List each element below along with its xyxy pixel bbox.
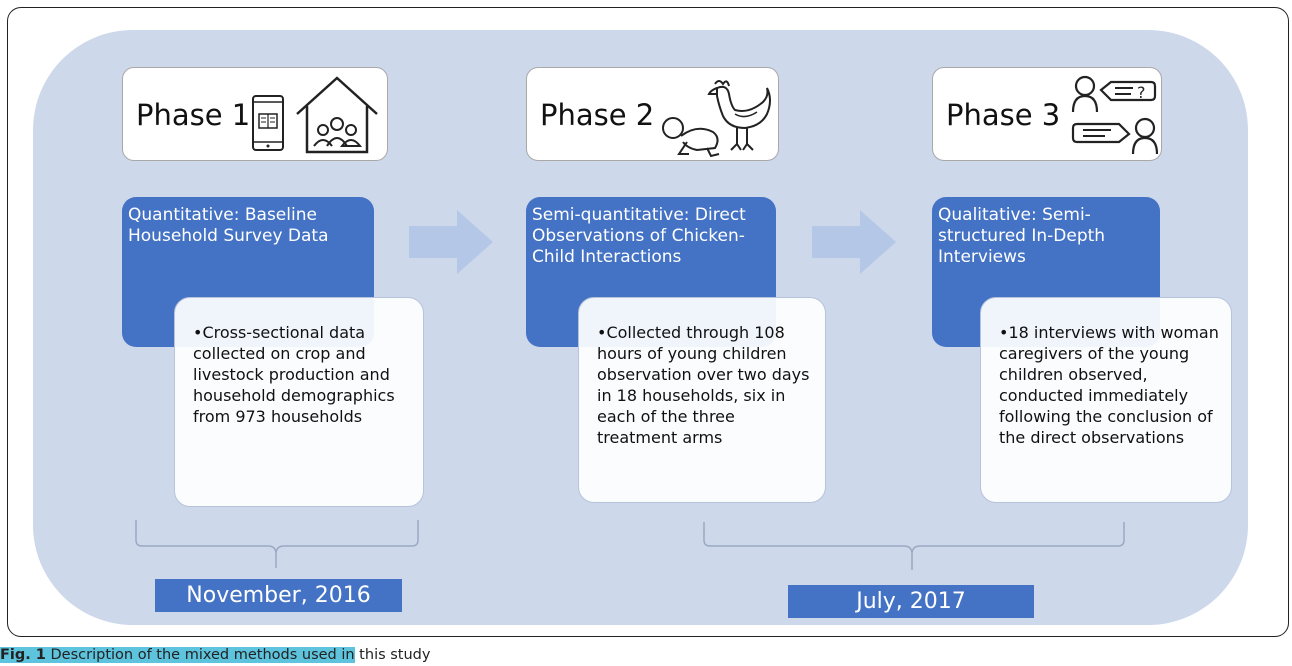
household-icon: [296, 76, 378, 154]
caption-highlight: Fig. 1 Description of the mixed methods …: [0, 647, 355, 663]
caption-rest-text: this study: [354, 647, 431, 663]
phase-1-detail-box: •Cross-sectional data collected on crop …: [174, 297, 424, 507]
phase-2-header: Phase 2: [526, 67, 779, 161]
phase-3-detail-box: •18 interviews with woman caregivers of …: [980, 297, 1232, 503]
baby-icon: [662, 117, 720, 158]
caption-label: Fig. 1: [0, 647, 46, 663]
phase-2-title: Phase 2: [540, 98, 655, 132]
phase-2-3-timeline-brace: [703, 522, 1125, 570]
chicken-icon: [707, 80, 771, 151]
tablet-icon: [252, 95, 284, 151]
caption-highlighted-text: Description of the mixed methods used in: [45, 647, 355, 663]
phase-3-detail: •18 interviews with woman caregivers of …: [999, 323, 1219, 447]
phase-2-detail: •Collected through 108 hours of young ch…: [597, 323, 810, 447]
date-phase-2-3: July, 2017: [788, 585, 1034, 618]
phase-3-method: Qualitative: Semi-structured In-Depth In…: [938, 205, 1106, 267]
interview-icon: ?: [1071, 75, 1159, 155]
phase-2-detail-box: •Collected through 108 hours of young ch…: [578, 297, 826, 503]
figure-frame: [7, 7, 1289, 637]
date-phase-1: November, 2016: [155, 579, 402, 612]
phase-1-header: Phase 1: [122, 67, 388, 161]
phase-1-method: Quantitative: Baseline Household Survey …: [128, 205, 329, 246]
arrow-right-icon: [812, 210, 896, 274]
svg-text:?: ?: [1137, 83, 1146, 102]
figure-caption: Fig. 1 Description of the mixed methods …: [0, 647, 430, 663]
phase-2-method: Semi-quantitative: Direct Observations o…: [532, 205, 746, 267]
phase-1-detail: •Cross-sectional data collected on crop …: [193, 323, 395, 426]
phase-1-timeline-brace: [135, 520, 419, 568]
arrow-right-icon: [409, 210, 493, 274]
phase-3-header: Phase 3 ?: [932, 67, 1162, 161]
phase-3-title: Phase 3: [946, 98, 1061, 132]
phase-1-title: Phase 1: [136, 98, 251, 132]
